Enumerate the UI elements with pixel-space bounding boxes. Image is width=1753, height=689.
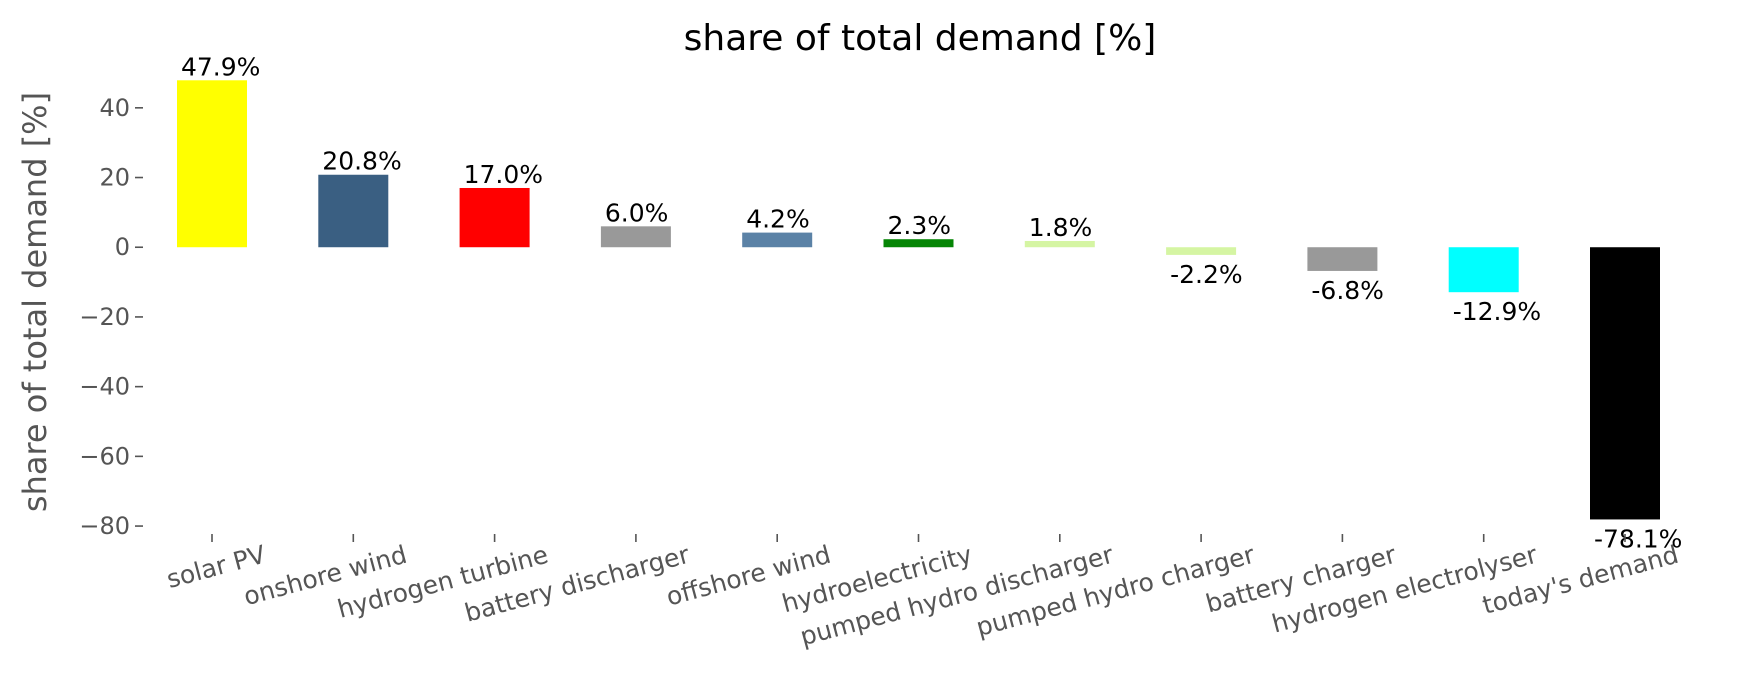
data-label: 4.2% [746, 205, 810, 234]
bar [742, 232, 813, 248]
y-tick-label: −40 [79, 373, 130, 401]
y-tick-label: 0 [115, 233, 130, 261]
bar [1024, 240, 1095, 248]
bar [1590, 247, 1660, 520]
y-tick-label: −60 [79, 442, 130, 470]
data-label: 17.0% [464, 160, 543, 189]
bar [318, 174, 389, 248]
data-label: 1.8% [1029, 213, 1093, 242]
data-label: -12.9% [1453, 297, 1541, 326]
bar [883, 239, 954, 248]
bar [1166, 247, 1237, 255]
y-axis-label: share of total demand [%] [16, 92, 54, 512]
y-axis: −80 −60 −40 −20 0 20 40 [79, 94, 143, 540]
y-tick-label: 20 [99, 164, 130, 192]
data-label: -2.2% [1170, 260, 1243, 289]
bars-group [177, 80, 1660, 520]
bar [1448, 247, 1519, 293]
data-label: -78.1% [1594, 524, 1682, 553]
data-label: 6.0% [605, 198, 669, 227]
chart-title: share of total demand [%] [684, 18, 1157, 59]
data-label: 2.3% [888, 211, 952, 240]
bar [177, 80, 247, 248]
bar [1307, 247, 1378, 271]
data-label: 47.9% [181, 52, 260, 81]
bar [600, 226, 671, 248]
y-tick-label: −80 [79, 512, 130, 540]
data-label: 20.8% [322, 147, 401, 176]
y-tick-label: 40 [99, 94, 130, 122]
y-tick-label: −20 [79, 303, 130, 331]
data-label: -6.8% [1311, 276, 1384, 305]
data-labels-group: 47.9% 20.8% 17.0% 6.0% 4.2% 2.3% 1.8% -2.2% -6.8… [181, 52, 1682, 553]
bar [459, 187, 530, 248]
